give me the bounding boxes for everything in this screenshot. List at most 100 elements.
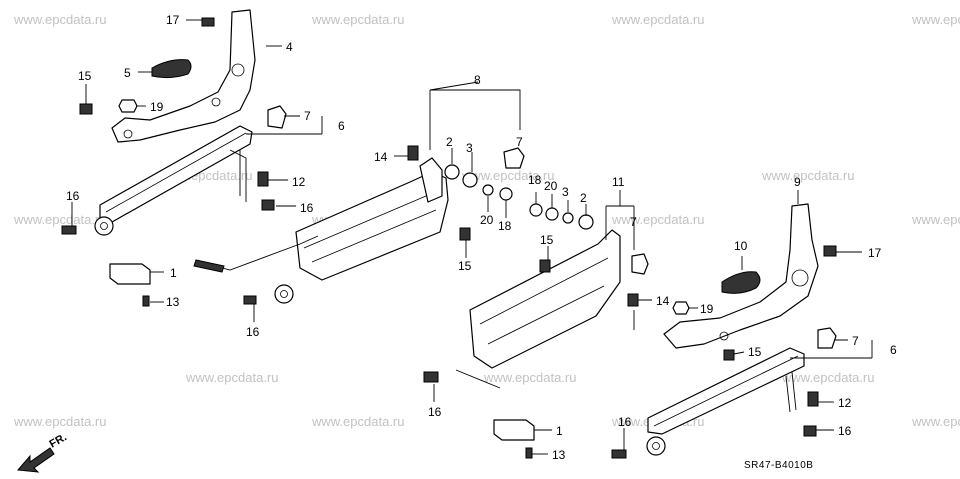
lower-slide-frame <box>469 229 621 369</box>
leader-line <box>790 339 873 359</box>
callout-number: 15 <box>540 233 554 247</box>
rail-pivot <box>94 216 114 236</box>
callout-number: 16 <box>66 189 80 203</box>
rail-edge <box>653 355 799 427</box>
callout-number: 15 <box>748 345 762 359</box>
callout-number: 16 <box>300 201 314 215</box>
callout-number: 13 <box>166 295 180 309</box>
screw-icon <box>142 295 150 307</box>
callout-number: 16 <box>618 415 632 429</box>
rail-pivot-hole <box>652 442 660 450</box>
diagram-code: SR47-B4010B <box>744 460 813 471</box>
callout-number: 12 <box>838 396 852 410</box>
recliner-bracket <box>663 203 819 349</box>
callout-number: 11 <box>612 175 625 189</box>
callout-number: 4 <box>286 40 293 54</box>
release-lever <box>229 149 247 202</box>
callout-number: 7 <box>630 215 637 229</box>
callout-number: 19 <box>700 302 714 316</box>
bolt-icon <box>611 449 627 459</box>
bolt-icon <box>61 225 77 235</box>
switch-box <box>109 263 151 285</box>
nut-icon <box>118 99 138 113</box>
callout-number: 12 <box>292 175 306 189</box>
washer-icon <box>529 203 543 217</box>
callout-number: 6 <box>338 119 345 133</box>
washer-icon <box>545 207 559 221</box>
rod-handle <box>193 259 225 273</box>
front-direction-indicator: FR. <box>16 431 69 473</box>
bolt-icon <box>459 227 471 241</box>
callout-number: 19 <box>150 100 164 114</box>
callout-number: 2 <box>446 135 453 149</box>
callout-number: 9 <box>794 175 801 189</box>
callout-number: 1 <box>170 266 177 280</box>
arrow-icon <box>16 447 55 473</box>
callout-number: 13 <box>552 448 566 462</box>
watermark-text: www.epcdata.ru <box>185 370 279 385</box>
screw-icon <box>79 103 93 115</box>
callout-number: 1 <box>556 424 563 438</box>
watermark-text: www.epcdata.ru <box>13 212 107 227</box>
callout-number: 16 <box>838 424 852 438</box>
leader-lines <box>71 19 873 455</box>
bolt-icon <box>807 391 819 407</box>
callout-numbers: 17 4 5 15 19 7 6 12 16 16 1 13 16 8 14 2… <box>66 13 897 462</box>
watermark-text: www.epcdata.ru <box>911 414 960 429</box>
callout-number: 3 <box>562 185 569 199</box>
rail-pivot <box>646 436 666 456</box>
watermark-text: www.epcdata.ru <box>911 12 960 27</box>
watermark-text: www.epcdata.ru <box>611 212 705 227</box>
watermark-text: www.epcdata.ru <box>311 12 405 27</box>
callout-number: 3 <box>466 141 473 155</box>
bolt-icon <box>257 171 269 187</box>
switch-box <box>493 419 535 441</box>
recliner-knob <box>721 271 761 294</box>
bolt-icon <box>423 371 439 383</box>
bolt-icon <box>407 145 419 161</box>
rail-pivot-hole <box>100 222 108 230</box>
screw-icon <box>201 17 215 27</box>
watermark-text: www.epcdata.ru <box>13 12 107 27</box>
stopper-bar <box>455 369 501 389</box>
watermark-text: www.epcdata.ru <box>781 370 875 385</box>
frame-bracket <box>419 157 443 203</box>
slide-pivot-hole <box>280 290 288 298</box>
bolt-icon <box>243 295 257 305</box>
washer-icon <box>462 172 478 188</box>
frame-edge <box>479 257 609 345</box>
screw-icon <box>823 245 837 257</box>
nut-icon <box>672 301 690 315</box>
callout-number: 14 <box>656 294 670 308</box>
callout-number: 7 <box>516 135 523 149</box>
callout-number: 2 <box>580 191 587 205</box>
callout-number: 18 <box>528 173 542 187</box>
clip-icon <box>631 253 649 275</box>
leader-line <box>605 190 635 250</box>
callout-number: 7 <box>852 334 859 348</box>
right-recliner-assembly <box>611 203 837 459</box>
bolt-icon <box>539 259 551 273</box>
bracket-hole <box>791 269 809 287</box>
frame-edge <box>303 189 441 263</box>
leader-line <box>429 81 521 150</box>
bolt-icon <box>261 199 275 211</box>
clip-icon <box>503 147 525 169</box>
bolt-icon <box>803 425 817 437</box>
watermark-text: www.epcdata.ru <box>611 12 705 27</box>
bushing-icon <box>499 187 513 201</box>
clip-icon <box>817 327 837 349</box>
bracket-hole <box>719 331 729 341</box>
washer-icon <box>562 212 574 224</box>
watermark-text: www.epcdata.ru <box>761 168 855 183</box>
callout-number: 16 <box>428 405 442 419</box>
recliner-knob <box>151 59 192 79</box>
left-recliner-assembly <box>61 9 287 307</box>
rail-edge <box>105 132 247 213</box>
callout-number: 17 <box>868 246 882 260</box>
slide-pivot <box>274 284 294 304</box>
watermark-text: www.epcdata.ru <box>483 370 577 385</box>
clip-icon <box>267 105 287 129</box>
callout-number: 7 <box>304 109 311 123</box>
bushing-icon <box>444 164 460 180</box>
